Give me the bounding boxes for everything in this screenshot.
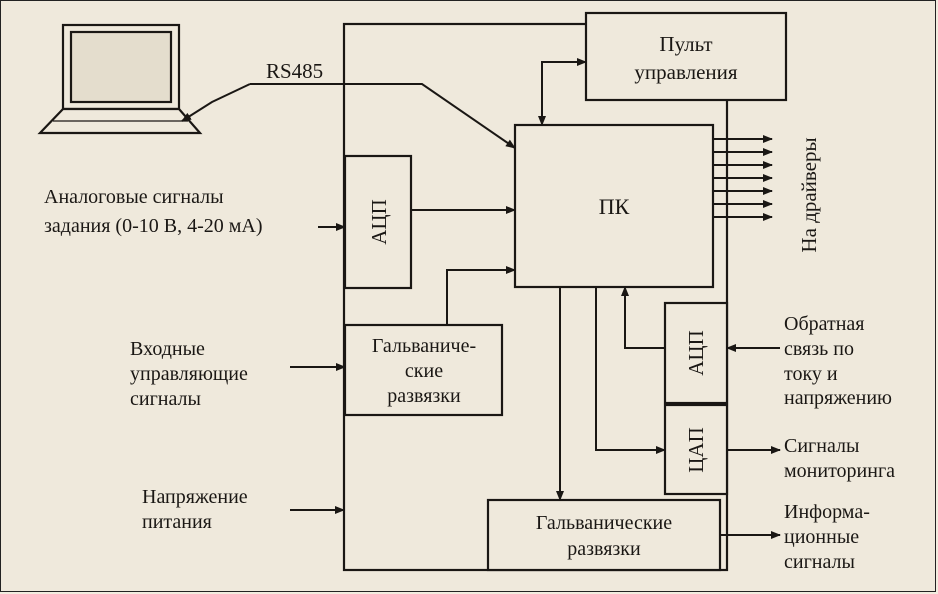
galvanic-bottom-label-line1: Гальванические bbox=[536, 512, 672, 534]
galvanic-top-label-line2: ские bbox=[405, 360, 443, 382]
info-signals-label-line1: Информа- bbox=[784, 501, 870, 523]
laptop-icon bbox=[37, 23, 203, 135]
monitoring-label-line2: мониторинга bbox=[784, 460, 895, 482]
pk-box bbox=[513, 123, 715, 289]
input-signals-label-line1: Входные bbox=[130, 338, 205, 360]
adc-input-box bbox=[343, 154, 413, 290]
galvanic-bottom-label-line2: развязки bbox=[567, 538, 641, 560]
info-signals-label-line3: сигналы bbox=[784, 551, 855, 573]
pult-label-line2: управления bbox=[634, 60, 737, 84]
dac-box bbox=[663, 403, 729, 496]
pk-label: ПК bbox=[599, 194, 630, 219]
monitoring-label-line1: Сигналы bbox=[784, 435, 859, 457]
feedback-label-line3: току и bbox=[784, 363, 838, 385]
adc-input-label: АЦП bbox=[367, 199, 391, 245]
feedback-label-line1: Обратная bbox=[784, 313, 865, 335]
drivers-label: На драйверы bbox=[797, 137, 821, 252]
adc-feedback-label: АЦП bbox=[684, 330, 708, 376]
feedback-label-line4: напряжению bbox=[784, 387, 892, 409]
connection-lines bbox=[181, 58, 781, 539]
info-signals-label-line2: ционные bbox=[784, 526, 859, 548]
power-label-line2: питания bbox=[142, 511, 212, 533]
dac-label: ЦАП bbox=[684, 427, 708, 473]
adc-feedback-box bbox=[663, 301, 729, 405]
galvanic-isolation-output-box bbox=[486, 498, 722, 572]
galvanic-top-label-line3: развязки bbox=[387, 385, 461, 407]
input-signals-label-line2: управляющие bbox=[130, 363, 248, 385]
galvanic-top-label-line1: Гальваничe- bbox=[372, 335, 476, 357]
pult-label-line1: Пульт bbox=[659, 32, 712, 56]
analog-signals-label-line2: задания (0-10 В, 4-20 мА) bbox=[44, 215, 263, 237]
power-label-line1: Напряжение bbox=[142, 486, 248, 508]
analog-signals-label-line1: Аналоговые сигналы bbox=[44, 186, 224, 208]
input-signals-label-line3: сигналы bbox=[130, 388, 201, 410]
pult-box bbox=[584, 11, 788, 102]
feedback-label-line2: связь по bbox=[784, 338, 854, 360]
rs485-label: RS485 bbox=[266, 59, 323, 83]
